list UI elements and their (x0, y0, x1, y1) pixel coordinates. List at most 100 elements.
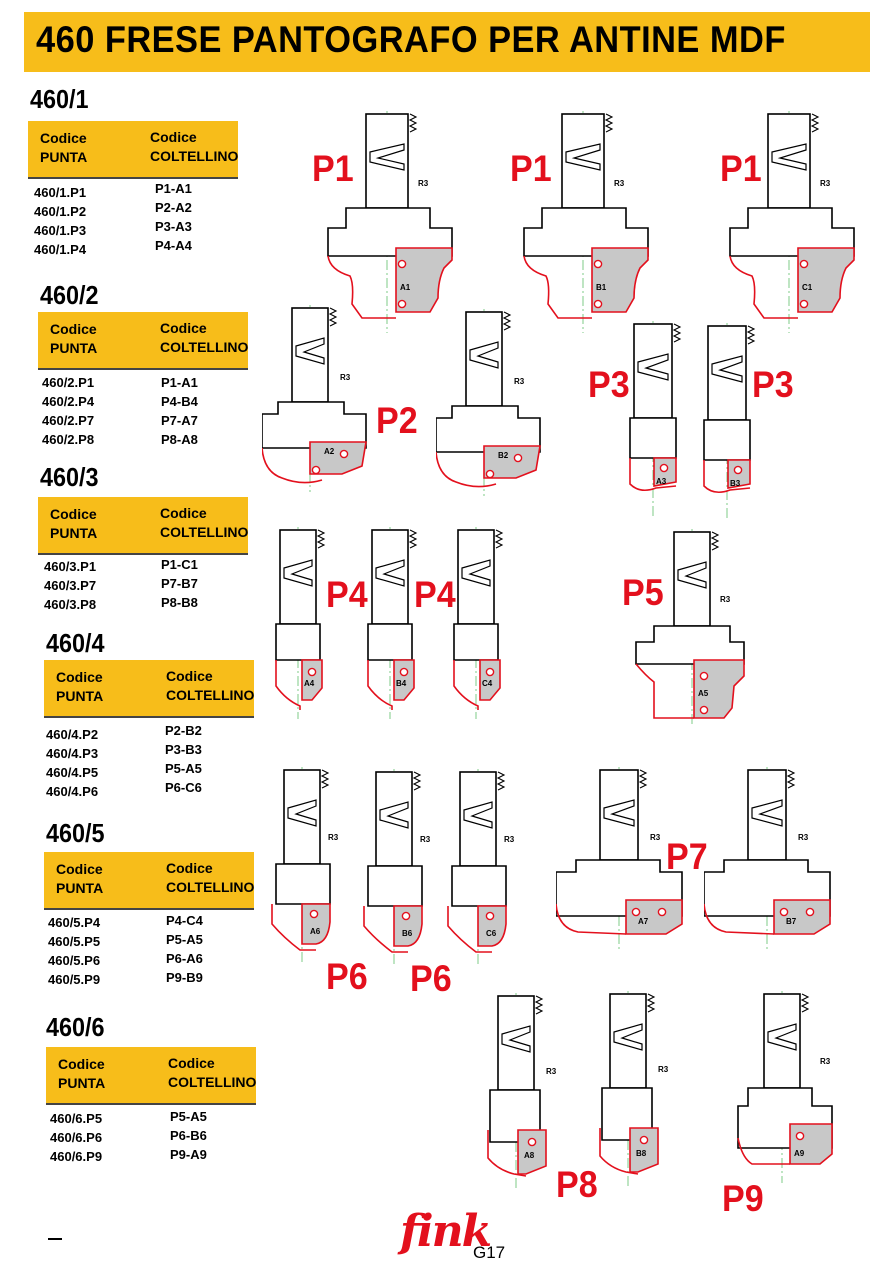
page-title: 460 FRESE PANTOGRAFO PER ANTINE MDF (36, 19, 786, 60)
profile-label: P1 (720, 148, 762, 189)
shank-note: R3 (650, 833, 661, 842)
direction-arrow (767, 1023, 797, 1051)
flute-notch (646, 993, 656, 1013)
knife-code: A6 (310, 927, 321, 936)
screw-hole (593, 299, 603, 309)
knife-code: A1 (400, 283, 411, 292)
flute-notch (328, 307, 338, 327)
flute-notch (320, 769, 330, 789)
shank-note: R3 (720, 595, 731, 604)
knife-code: B7 (786, 917, 797, 926)
knife-insert (479, 659, 501, 701)
profile-label: P9 (722, 1178, 764, 1219)
knife-insert (629, 1127, 659, 1173)
flute-notch (408, 529, 418, 549)
knife-insert (301, 659, 323, 701)
direction-arrow (375, 559, 405, 587)
knife-insert (625, 899, 683, 935)
profile-edge (737, 1137, 790, 1165)
punta-code: 460/2.P4 (42, 394, 95, 409)
punta-code: 460/5.P5 (48, 934, 101, 949)
punta-code: 460/5.P4 (48, 915, 101, 930)
flute-notch (604, 113, 614, 133)
cutter-body (629, 417, 677, 459)
profile-edge (447, 906, 492, 953)
profile-edge (703, 460, 751, 494)
profile-edge (599, 1128, 639, 1175)
knife-insert (477, 905, 507, 947)
profile-label: P1 (510, 148, 552, 189)
profile-edge (363, 906, 408, 953)
title-banner: 460 FRESE PANTOGRAFO PER ANTINE MDF (24, 12, 870, 72)
punta-code: 460/6.P6 (50, 1130, 103, 1145)
flute-notch (638, 769, 648, 789)
group-title: 460/4 (46, 628, 105, 658)
shank-note: R3 (820, 179, 831, 188)
knife-code: A4 (304, 679, 315, 688)
coltellino-code: P5-A5 (165, 761, 202, 776)
punta-code: 460/3.P7 (44, 578, 97, 593)
direction-arrow (287, 799, 317, 827)
screw-hole (397, 299, 407, 309)
knife-code: C6 (486, 929, 497, 938)
group-title: 460/6 (46, 1012, 105, 1042)
flute-notch (494, 529, 504, 549)
knife-code: A7 (638, 917, 649, 926)
shank-note: R3 (658, 1065, 669, 1074)
punta-code: 460/1.P2 (34, 204, 87, 219)
cutter-bit: A4 (275, 524, 326, 719)
screw-hole (397, 259, 407, 269)
cutter-body (436, 405, 541, 453)
screw-hole (799, 259, 809, 269)
profile-edge (262, 447, 323, 484)
punta-code: 460/6.P5 (50, 1111, 103, 1126)
profile-label: P4 (326, 574, 368, 615)
knife-insert (393, 905, 423, 947)
coltellino-code: P5-A5 (170, 1109, 207, 1124)
shank-note: R3 (420, 835, 431, 844)
flute-notch (800, 993, 810, 1013)
flute-notch (672, 323, 682, 343)
flute-notch (502, 311, 512, 331)
punta-code: 460/5.P9 (48, 972, 101, 987)
coltellino-code: P9-B9 (166, 970, 203, 985)
punta-code: 460/3.P1 (44, 559, 97, 574)
knife-code: B3 (730, 479, 741, 488)
direction-arrow (613, 1023, 643, 1051)
knife-code: B1 (596, 283, 607, 292)
direction-arrow (469, 341, 499, 369)
direction-arrow (751, 799, 783, 827)
profile-label: P3 (588, 364, 630, 405)
direction-arrow (677, 561, 707, 589)
coltellino-code: P1-C1 (161, 557, 198, 572)
screw-hole (527, 1137, 537, 1147)
group-title: 460/5 (46, 818, 105, 848)
knife-insert (773, 899, 831, 935)
direction-arrow (711, 355, 743, 383)
punta-code: 460/1.P4 (34, 242, 87, 257)
coltellino-code: P6-A6 (166, 951, 203, 966)
knife-code: A2 (324, 447, 335, 456)
knife-insert (483, 445, 541, 479)
coltellino-code: P5-A5 (166, 932, 203, 947)
screw-hole (485, 911, 495, 921)
flute-notch (810, 113, 820, 133)
coltellino-code: P1-A1 (161, 375, 198, 390)
flute-notch (746, 325, 756, 345)
knife-code: A9 (794, 1149, 805, 1158)
profile-edge (635, 663, 694, 719)
